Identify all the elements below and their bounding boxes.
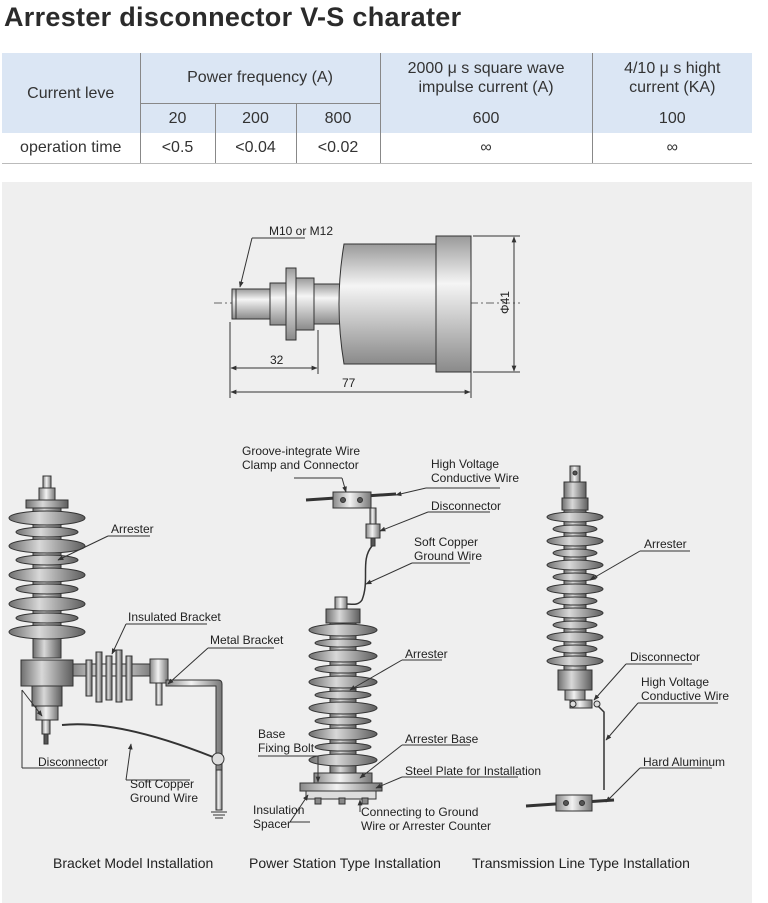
- line-arrester-label: Arrester: [644, 537, 687, 551]
- station-caption: Power Station Type Installation: [249, 855, 441, 871]
- bracket-model-drawing: [8, 475, 274, 819]
- dim-32-label: 32: [270, 353, 284, 367]
- bracket-caption: Bracket Model Installation: [53, 855, 213, 871]
- thread-label: M10 or M12: [269, 224, 333, 238]
- bracket-ground-wire-label-1: Soft Copper: [130, 777, 194, 791]
- operation-time-label: operation time: [2, 133, 140, 164]
- characteristics-table: Current leve Power frequency (A) 2000 μ …: [2, 53, 753, 164]
- power-station-drawing: [258, 477, 518, 823]
- operation-time-value: ∞: [379, 133, 593, 164]
- square-wave-value: 600: [379, 103, 593, 133]
- line-hv-wire-label-2: Conductive Wire: [641, 689, 729, 703]
- bracket-disconnector-label: Disconnector: [38, 755, 108, 769]
- station-disconnector-label: Disconnector: [431, 499, 501, 513]
- base-bolt-label-2: Fixing Bolt: [258, 741, 315, 755]
- bracket-arrester-label: Arrester: [111, 522, 154, 536]
- line-caption: Transmission Line Type Installation: [472, 855, 690, 871]
- steel-plate-label: Steel Plate for Installation: [405, 764, 541, 778]
- connecting-label-1: Connecting to Ground: [361, 805, 478, 819]
- station-hv-wire-label-2: Conductive Wire: [431, 471, 519, 485]
- operation-time-value: ∞: [591, 133, 753, 164]
- hight-current-value: 100: [591, 103, 753, 133]
- line-hv-wire-label-1: High Voltage: [641, 675, 709, 689]
- station-ground-wire-label-1: Soft Copper: [414, 535, 478, 549]
- hard-aluminum-label: Hard Aluminum: [643, 755, 725, 769]
- bracket-ground-wire-label-2: Ground Wire: [130, 791, 198, 805]
- diameter-label: Φ41: [498, 291, 512, 314]
- transmission-line-drawing: [525, 465, 718, 812]
- insulated-bracket-label: Insulated Bracket: [128, 610, 221, 624]
- pf-sub-800: 800: [295, 103, 381, 133]
- page-title: Arrester disconnector V-S charater: [4, 2, 462, 32]
- station-hv-wire-label-1: High Voltage: [431, 457, 499, 471]
- pf-sub-20: 20: [139, 103, 215, 133]
- operation-time-value: <0.04: [214, 133, 296, 164]
- groove-clamp-label-1: Groove-integrate Wire: [242, 444, 360, 458]
- spacer-label-1: Insulation: [253, 803, 304, 817]
- spacer-label-2: Spacer: [253, 817, 291, 831]
- arrester-base-label: Arrester Base: [405, 732, 479, 746]
- power-frequency-header: Power frequency (A): [139, 53, 381, 104]
- connecting-label-2: Wire or Arrester Counter: [361, 819, 491, 833]
- operation-time-value: <0.02: [295, 133, 381, 164]
- operation-time-value: <0.5: [139, 133, 215, 164]
- disconnector-dimension-drawing: [214, 235, 520, 398]
- station-ground-wire-label-2: Ground Wire: [414, 549, 482, 563]
- metal-bracket-label: Metal Bracket: [210, 633, 284, 647]
- groove-clamp-label-2: Clamp and Connector: [242, 458, 359, 472]
- station-arrester-label: Arrester: [405, 647, 448, 661]
- pf-sub-200: 200: [214, 103, 296, 133]
- dim-77-label: 77: [342, 376, 356, 390]
- base-bolt-label-1: Base: [258, 727, 286, 741]
- current-level-header: Current leve: [2, 53, 140, 133]
- line-disconnector-label: Disconnector: [630, 650, 700, 664]
